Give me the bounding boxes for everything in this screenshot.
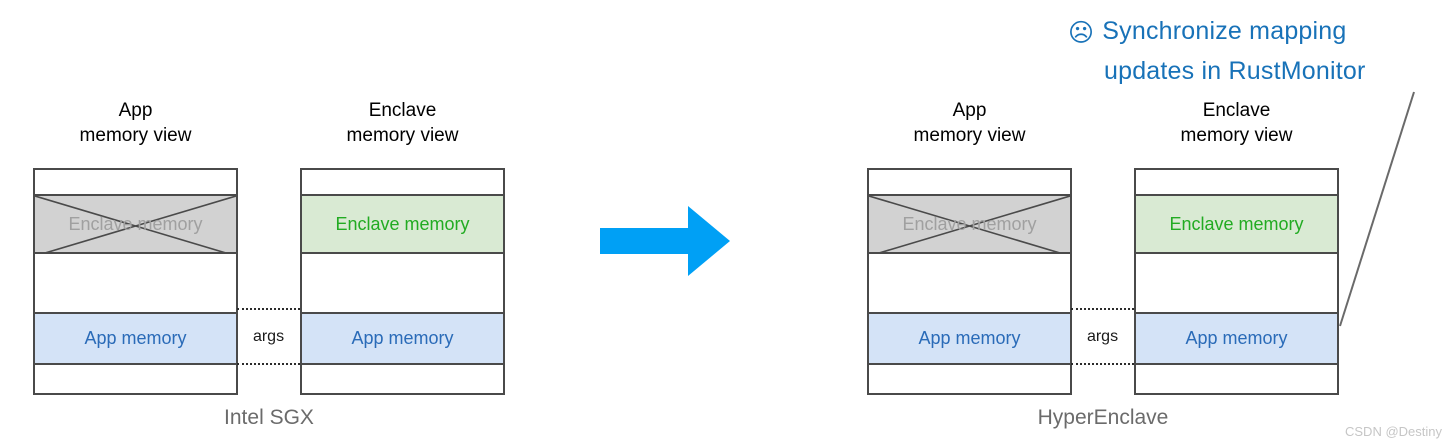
panel-hyperenclave: App memory view Enclave memory App memor… <box>834 0 1374 445</box>
frowning-face-icon: ☹ <box>1068 19 1095 47</box>
memory-segment-enclave-memory: Enclave memory <box>302 194 503 254</box>
memory-segment-app-memory: App memory <box>302 312 503 365</box>
memory-segment-label: App memory <box>918 328 1021 348</box>
memory-segment-label: App memory <box>1185 328 1288 348</box>
memory-segment-blank <box>35 365 236 393</box>
args-label: args <box>1086 327 1119 345</box>
annotation-callout: ☹Synchronize mapping updates in RustMoni… <box>1068 12 1452 90</box>
panel-caption: Intel SGX <box>224 406 314 429</box>
memory-segment-blank <box>1136 254 1337 312</box>
args-dotted-line-top <box>1071 308 1134 310</box>
memory-segment-enclave-memory: Enclave memory <box>1136 194 1337 254</box>
args-dotted-line-bottom <box>1071 363 1134 365</box>
memory-segment-blank <box>1136 170 1337 194</box>
memory-segment-label: Enclave memory <box>335 213 470 234</box>
panel-intel-sgx: App memory view Enclave memory App memor… <box>0 0 540 445</box>
args-label: args <box>252 327 285 345</box>
memory-segment-enclave-memory-disabled: Enclave memory <box>869 194 1070 256</box>
panel-caption: HyperEnclave <box>1037 406 1169 429</box>
right-arrow-icon <box>600 206 730 276</box>
memory-column-app-view: Enclave memory App memory <box>33 168 238 395</box>
memory-segment-label: Enclave memory <box>902 213 1037 234</box>
memory-segment-blank <box>1136 365 1337 393</box>
memory-segment-blank <box>35 254 236 312</box>
memory-column-app-view: Enclave memory App memory <box>867 168 1072 395</box>
memory-segment-label: App memory <box>351 328 454 348</box>
memory-segment-blank <box>302 170 503 194</box>
memory-column-enclave-view: Enclave memory App memory <box>1134 168 1339 395</box>
memory-column-enclave-view: Enclave memory App memory <box>300 168 505 395</box>
args-connector: args <box>237 308 300 365</box>
memory-segment-blank <box>869 254 1070 312</box>
column-header-enclave-memory-view: Enclave memory view <box>346 100 459 146</box>
memory-segment-label: Enclave memory <box>1169 213 1304 234</box>
column-header-enclave-memory-view: Enclave memory view <box>1180 100 1293 146</box>
memory-segment-label: App memory <box>84 328 187 348</box>
memory-segment-blank <box>869 170 1070 194</box>
args-dotted-line-bottom <box>237 363 300 365</box>
memory-segment-app-memory: App memory <box>1136 312 1337 365</box>
memory-segment-app-memory: App memory <box>869 312 1070 365</box>
args-connector: args <box>1071 308 1134 365</box>
memory-segment-blank <box>302 365 503 393</box>
watermark: CSDN @Destiny <box>1345 424 1442 439</box>
memory-segment-app-memory: App memory <box>35 312 236 365</box>
memory-segment-blank <box>35 170 236 194</box>
annotation-line-2: updates in RustMonitor <box>1104 57 1366 85</box>
annotation-line-1: Synchronize mapping <box>1102 17 1347 45</box>
args-dotted-line-top <box>237 308 300 310</box>
memory-segment-blank <box>302 254 503 312</box>
memory-segment-label: Enclave memory <box>68 213 203 234</box>
memory-segment-enclave-memory-disabled: Enclave memory <box>35 194 236 256</box>
memory-segment-blank <box>869 365 1070 393</box>
column-header-app-memory-view: App memory view <box>913 100 1026 146</box>
column-header-app-memory-view: App memory view <box>79 100 192 146</box>
